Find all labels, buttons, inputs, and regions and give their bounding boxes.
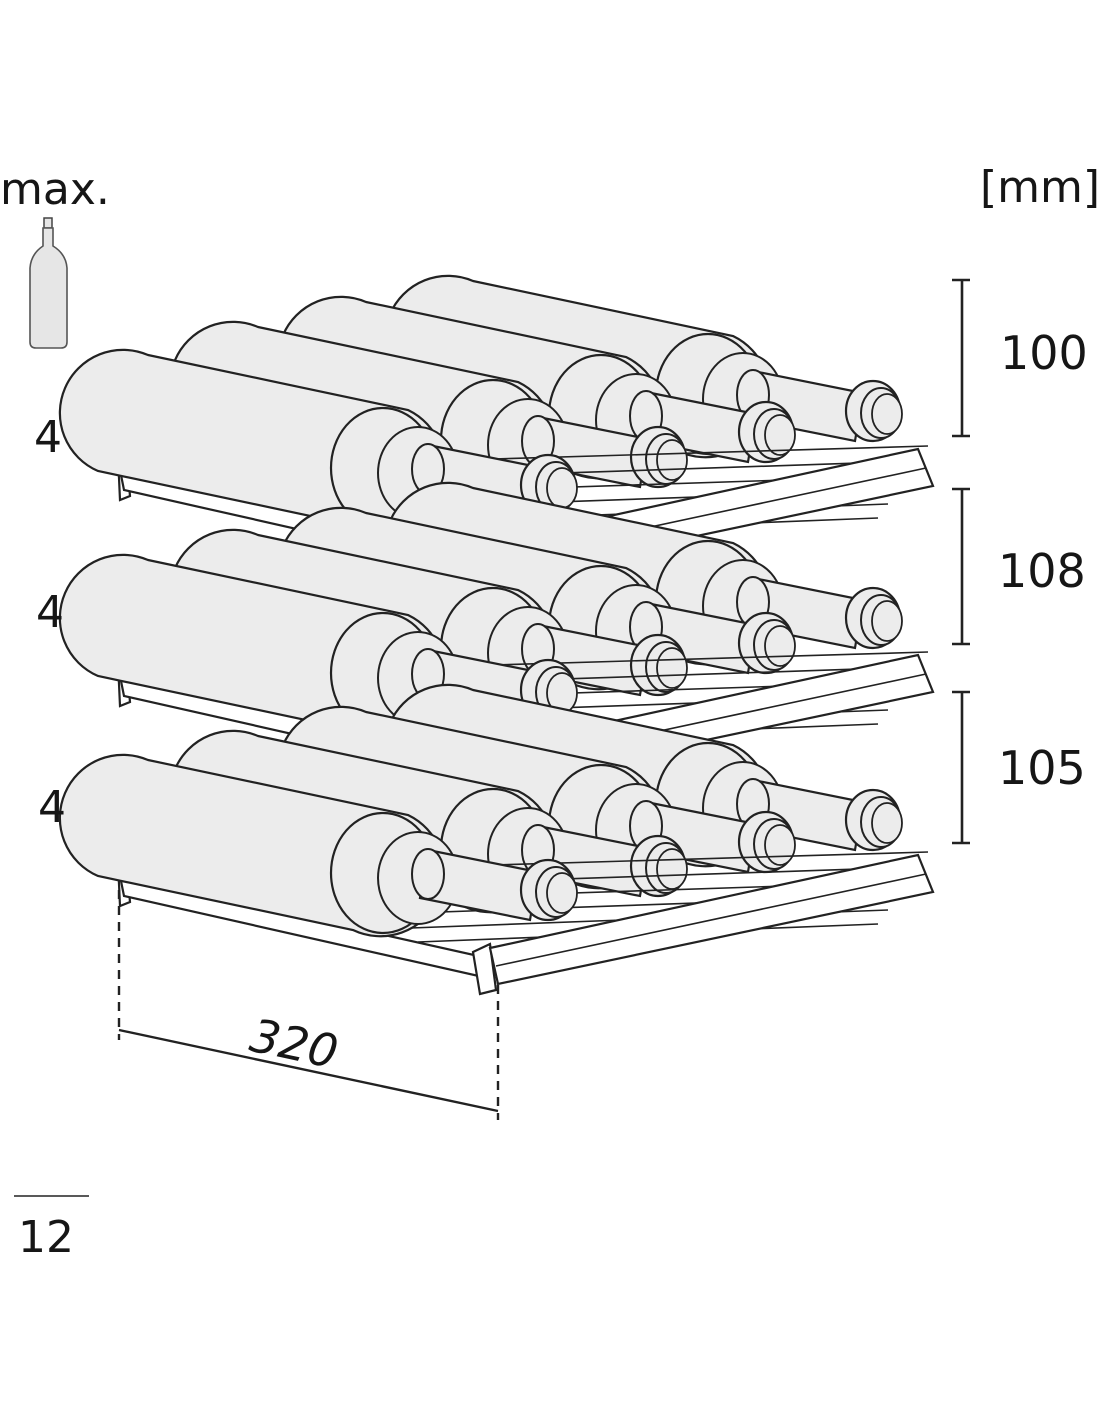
shelf-3-bottle-count: 4 xyxy=(38,782,66,833)
wine-bottle-icon xyxy=(29,217,68,349)
shelf-3-height-label: 105 xyxy=(998,741,1086,795)
unit-label: [mm] xyxy=(979,162,1100,213)
height-dimension-1 xyxy=(952,278,970,438)
height-dimension-2 xyxy=(952,487,970,646)
width-dimension xyxy=(117,890,500,1120)
shelf-3 xyxy=(58,683,935,996)
shelf-1-bottle-count: 4 xyxy=(34,412,62,463)
shelf-2-bottle-count: 4 xyxy=(36,587,64,638)
shelf-1-height-label: 100 xyxy=(1000,326,1088,380)
height-dimension-3 xyxy=(952,690,970,845)
max-label: max. xyxy=(0,164,110,215)
total-bottle-count: 12 xyxy=(18,1212,74,1263)
shelf-2-height-label: 108 xyxy=(998,544,1086,598)
